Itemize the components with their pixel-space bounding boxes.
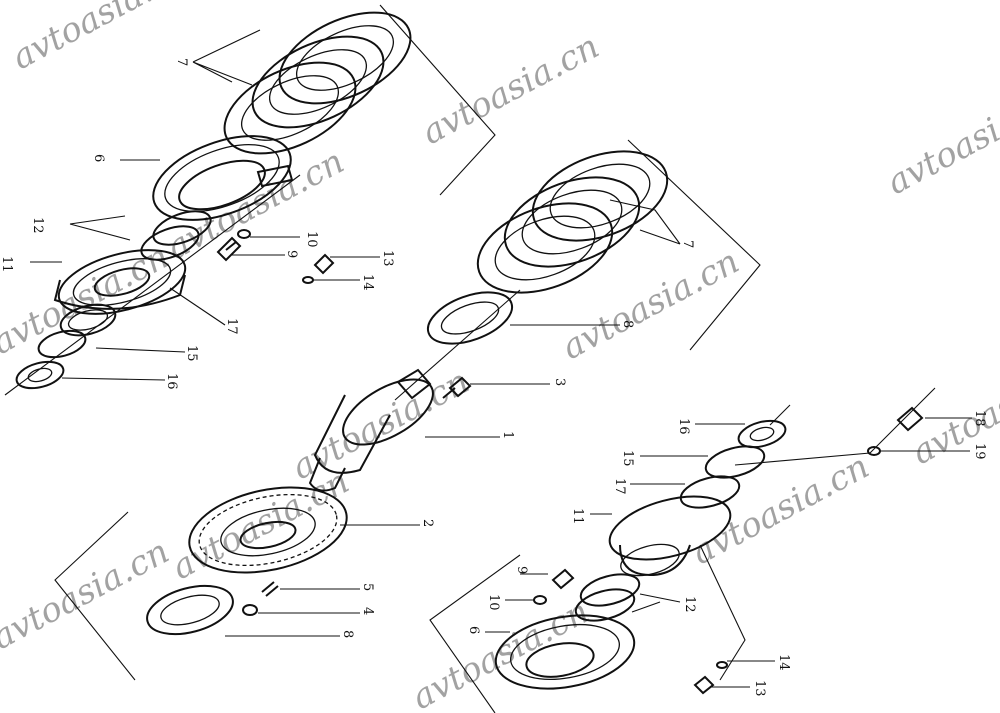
watermark: avtoasia.cn [5, 0, 195, 78]
bearing-cage-upper [152, 135, 294, 221]
bearing-lower-left [146, 584, 234, 636]
callout-9-lower: 9 [514, 566, 529, 574]
watermark: avtoasia.cn [285, 361, 475, 488]
callout-12: 12 [30, 217, 45, 234]
watermark: avtoasia.cn [880, 76, 1000, 203]
callout-11-lower: 11 [570, 508, 585, 525]
callout-leaders [30, 29, 972, 688]
callout-14: 14 [360, 274, 375, 291]
callout-5: 5 [360, 583, 375, 591]
lock-washer [242, 604, 258, 616]
callout-8: 8 [620, 320, 635, 328]
watermark: avtoasia.cn [0, 236, 176, 363]
callout-11: 11 [0, 256, 14, 273]
ring-gear [188, 486, 348, 574]
callout-18: 18 [972, 410, 987, 427]
seal-lower [679, 475, 741, 509]
callout-7-right: 7 [680, 240, 695, 248]
lock-plate-upper [37, 329, 87, 359]
bearing-center [426, 291, 514, 345]
shim-rings-upper-left [223, 11, 412, 155]
lock-plate-lower [704, 445, 766, 479]
callout-13: 13 [380, 250, 395, 267]
washer-lower-right [867, 446, 881, 456]
pin [261, 581, 279, 597]
callout-3: 3 [552, 378, 567, 386]
callout-10-lower: 10 [486, 594, 501, 611]
nut-lower [737, 419, 787, 449]
callout-15-lower: 15 [620, 450, 635, 467]
callout-15: 15 [184, 345, 199, 362]
washer-lower [533, 595, 547, 605]
callout-16: 16 [164, 373, 179, 390]
bolt-and-washer-upper [216, 229, 251, 262]
callout-6: 6 [91, 154, 106, 162]
watermark: avtoasia.cn [685, 446, 875, 573]
bolt-center [442, 376, 472, 399]
callout-16-lower: 16 [676, 418, 691, 435]
callout-19: 19 [972, 443, 987, 460]
bolt-lower-right [896, 406, 924, 432]
callout-10: 10 [304, 231, 319, 248]
callout-4: 4 [360, 607, 375, 615]
o-rings-upper [140, 210, 212, 261]
nut-upper [15, 360, 65, 390]
callout-labels: 7 6 12 10 9 13 14 11 17 15 16 7 8 3 1 2 … [0, 58, 987, 697]
callout-7: 7 [174, 58, 189, 66]
watermark: avtoasia.cn [0, 531, 176, 658]
bolt-and-washer-small-upper [302, 253, 335, 284]
callout-6-lower: 6 [466, 626, 481, 634]
callout-8-lower: 8 [340, 630, 355, 638]
bolt-small-lower [693, 675, 715, 695]
callout-1: 1 [500, 431, 515, 439]
shim-rings-right [476, 150, 669, 294]
callout-2: 2 [420, 519, 435, 527]
flange-housing-upper [53, 249, 187, 315]
callout-17: 17 [224, 318, 239, 335]
callout-13-lower: 13 [752, 680, 767, 697]
flange-housing-lower [608, 495, 732, 577]
callout-17-lower: 17 [612, 478, 627, 495]
bearing-cage-lower [494, 614, 636, 690]
callout-9: 9 [284, 250, 299, 258]
bolt-lower [551, 568, 575, 590]
callout-14-lower: 14 [776, 654, 791, 671]
callout-12-lower: 12 [682, 596, 697, 613]
watermark: avtoasia.cn [415, 26, 605, 153]
differential-case [308, 368, 434, 492]
washer-small-lower [716, 661, 728, 669]
